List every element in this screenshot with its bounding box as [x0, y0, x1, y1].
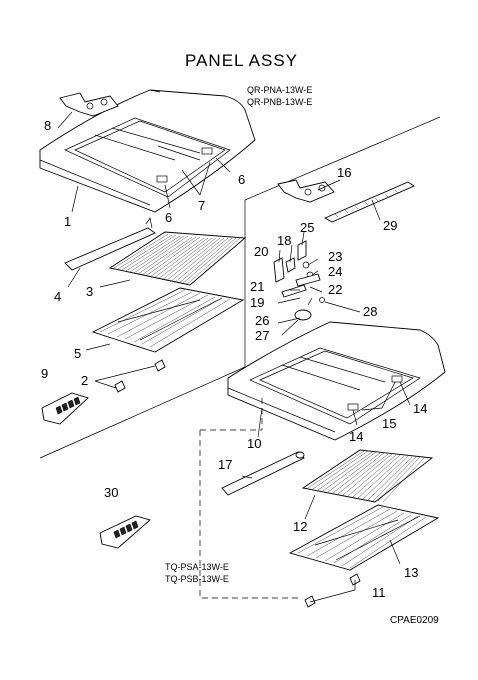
- callout-27: 27: [255, 328, 269, 343]
- front-panel-top: [39, 89, 256, 213]
- callout-4: 4: [54, 289, 61, 304]
- control-panel-bottom: [99, 515, 151, 549]
- grid-panel-bottom: [288, 504, 440, 571]
- callout-29: 29: [383, 218, 397, 233]
- callout-25: 25: [300, 220, 314, 235]
- callout-18: 18: [277, 233, 291, 248]
- callout-15: 15: [382, 416, 396, 431]
- leader-lines: [67, 157, 411, 603]
- bracket-bottom: [277, 179, 335, 203]
- assembly-lead-left: [199, 429, 300, 599]
- callout-14b: 14: [413, 401, 427, 416]
- model-top-1: QR-PNA-13W-E: [247, 85, 312, 95]
- callout-8: 8: [44, 118, 51, 133]
- callout-2: 2: [81, 373, 88, 388]
- callout-3: 3: [86, 284, 93, 299]
- callout-11: 11: [372, 585, 386, 600]
- callout-21: 21: [250, 279, 264, 294]
- page-title: PANEL ASSY: [185, 51, 298, 70]
- hardware-cluster: [273, 240, 325, 321]
- model-bottom-2: TQ-PSB-13W-E: [165, 574, 229, 584]
- callout-28: 28: [363, 304, 377, 319]
- callout-19: 19: [250, 295, 264, 310]
- callout-14a: 14: [349, 429, 363, 444]
- callout-12: 12: [293, 519, 307, 534]
- callout-1: 1: [64, 214, 71, 229]
- grille-panel-top: [108, 231, 247, 286]
- drawing-code: CPAE0209: [390, 615, 439, 626]
- control-panel-top: [41, 392, 89, 425]
- grille-panel-bottom: [301, 449, 434, 503]
- callout-20: 20: [254, 244, 268, 259]
- filter-strip-bottom: [221, 451, 305, 496]
- callout-26: 26: [255, 313, 269, 328]
- screw-set-bottom: [304, 573, 361, 608]
- callout-30: 30: [104, 485, 118, 500]
- model-bottom-1: TQ-PSA-13W-E: [165, 562, 229, 572]
- callout-6b: 6: [238, 172, 245, 187]
- model-top-2: QR-PNB-13W-E: [247, 97, 312, 107]
- callout-5: 5: [74, 346, 81, 361]
- callout-7: 7: [198, 198, 205, 213]
- section-separator-line: [39, 116, 441, 459]
- screw-set-top: [114, 359, 166, 393]
- callout-9: 9: [41, 366, 48, 381]
- callout-24: 24: [328, 264, 342, 279]
- callout-6a: 6: [165, 210, 172, 225]
- top-strip: [323, 181, 415, 223]
- callout-13: 13: [404, 565, 418, 580]
- callout-17: 17: [218, 457, 232, 472]
- callout-16: 16: [337, 165, 351, 180]
- grid-panel-top: [91, 287, 245, 353]
- filter-strip: [64, 217, 156, 271]
- callout-23: 23: [328, 249, 342, 264]
- callout-10: 10: [247, 436, 261, 451]
- bracket-top: [57, 92, 119, 129]
- callout-22: 22: [328, 282, 342, 297]
- front-panel-bottom: [227, 321, 446, 441]
